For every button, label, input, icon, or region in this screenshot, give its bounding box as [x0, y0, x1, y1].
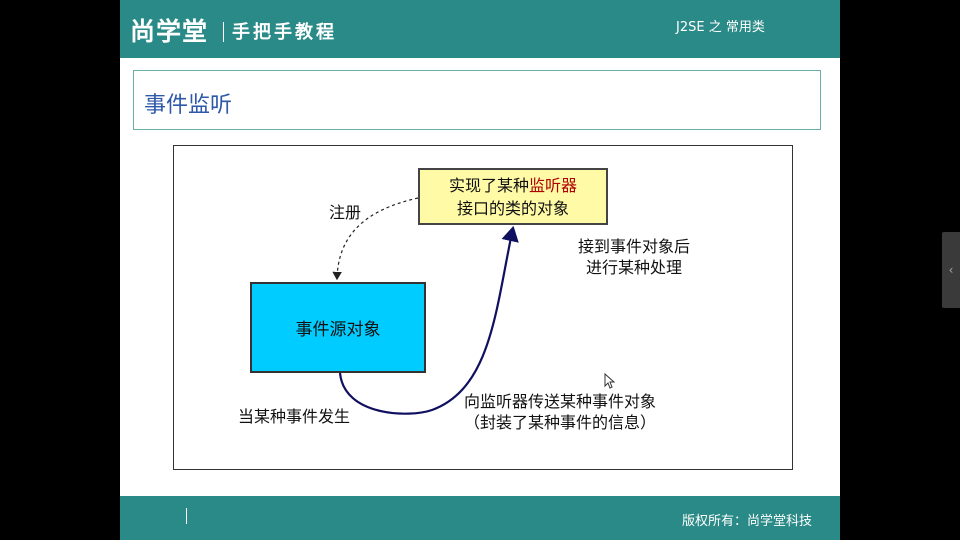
send-event-arrow	[338, 225, 519, 415]
footer-divider	[186, 508, 187, 524]
send-event-label: 向监听器传送某种事件对象 （封装了某种事件的信息）	[464, 391, 656, 433]
register-label: 注册	[329, 203, 362, 222]
course-title: J2SE 之 常用类	[676, 20, 765, 35]
logo-divider	[223, 22, 224, 42]
header-tagline: 手把手教程	[232, 22, 337, 43]
send-event-label-line1: 向监听器传送某种事件对象	[464, 392, 657, 411]
event-listener-diagram: 实现了某种监听器 接口的类的对象 事件源对象 注册 接到事件对象后 进行某种处理…	[173, 145, 793, 470]
chevron-left-icon: ‹	[948, 263, 954, 277]
process-label-line2: 进行某种处理	[586, 258, 683, 277]
event-source-box: 事件源对象	[250, 282, 426, 373]
header-bar: 尚学堂 手把手教程 J2SE 之 常用类	[120, 0, 840, 58]
diagram-arrows	[332, 197, 519, 415]
listener-box-line1: 实现了某种监听器	[420, 174, 606, 197]
listener-object-box: 实现了某种监听器 接口的类的对象	[418, 168, 608, 225]
logo: 尚学堂	[130, 17, 209, 46]
listener-box-line2: 接口的类的对象	[456, 199, 569, 218]
slide-title-box: 事件监听	[133, 70, 821, 130]
event-occurs-label: 当某种事件发生	[238, 407, 351, 426]
listener-highlight: 监听器	[529, 176, 578, 195]
process-label: 接到事件对象后 进行某种处理	[578, 236, 690, 278]
footer-bar: 版权所有：尚学堂科技	[120, 496, 840, 540]
process-label-line1: 接到事件对象后	[578, 237, 691, 256]
mouse-cursor-icon	[604, 373, 616, 389]
event-source-label: 事件源对象	[295, 320, 381, 340]
slide: 尚学堂 手把手教程 J2SE 之 常用类 事件监听 实现了某种监听器 接口的类的…	[120, 0, 840, 540]
register-arrow	[332, 197, 419, 281]
listener-box-text: 实现了某种	[448, 176, 529, 195]
slide-title: 事件监听	[144, 93, 233, 118]
copyright-text: 版权所有：尚学堂科技	[681, 514, 812, 529]
side-panel-toggle[interactable]: ‹	[942, 232, 960, 308]
send-event-label-line2: （封装了某种事件的信息）	[464, 413, 657, 432]
